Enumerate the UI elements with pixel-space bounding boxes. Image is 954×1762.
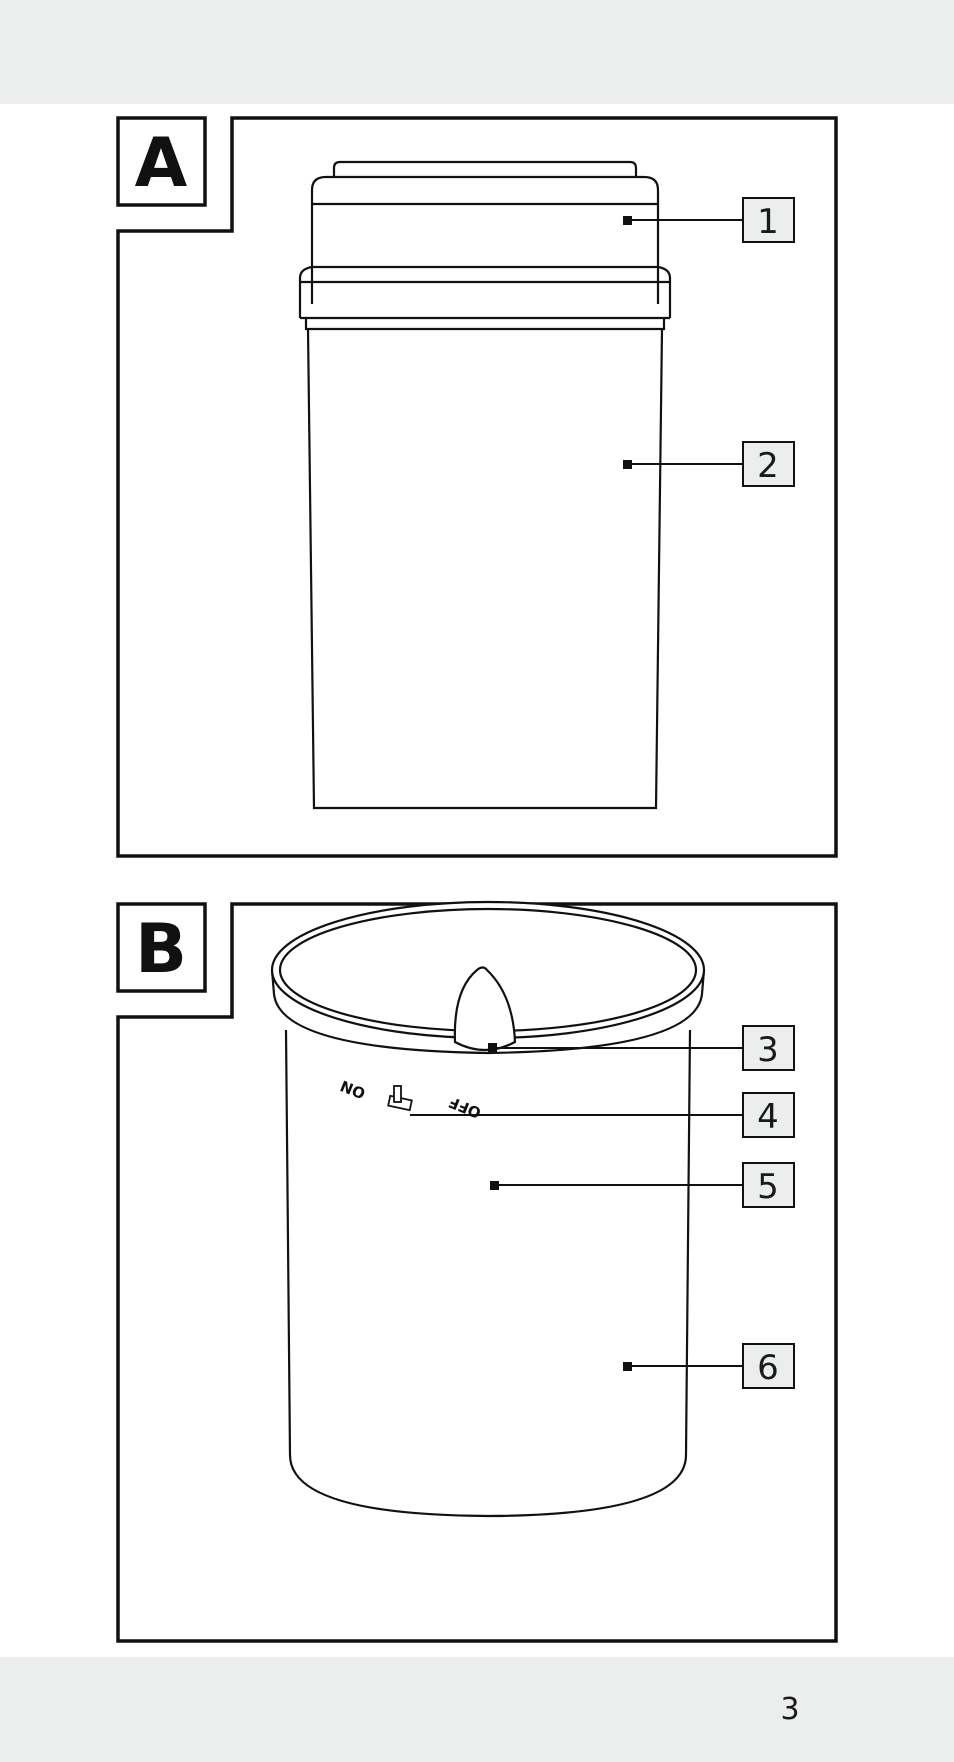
callout-4-label: 4 (757, 1097, 779, 1137)
figure-b-letter: B (135, 910, 187, 989)
figure-a-frame (118, 118, 836, 856)
callout-6: 6 (623, 1344, 794, 1388)
callout-1-label: 1 (757, 202, 779, 242)
callout-5: 5 (490, 1163, 794, 1207)
cup-body-drawing (286, 1030, 690, 1516)
page-number: 3 (760, 1690, 820, 1730)
callout-3-label: 3 (757, 1030, 779, 1070)
candle-body-drawing (308, 329, 662, 808)
callout-6-label: 6 (757, 1348, 779, 1388)
callout-2: 2 (623, 442, 794, 486)
callout-5-label: 5 (757, 1167, 779, 1207)
switch-off-label: OFF (446, 1093, 484, 1122)
switch-on-label: ON (338, 1076, 368, 1102)
cap-drawing (300, 162, 670, 329)
figure-a-letter: A (135, 124, 188, 203)
header-band (0, 0, 954, 104)
callout-2-label: 2 (757, 446, 779, 486)
figure-a: A 1 2 (0, 104, 954, 874)
figure-b: B ON OFF 3 4 5 (0, 890, 954, 1650)
